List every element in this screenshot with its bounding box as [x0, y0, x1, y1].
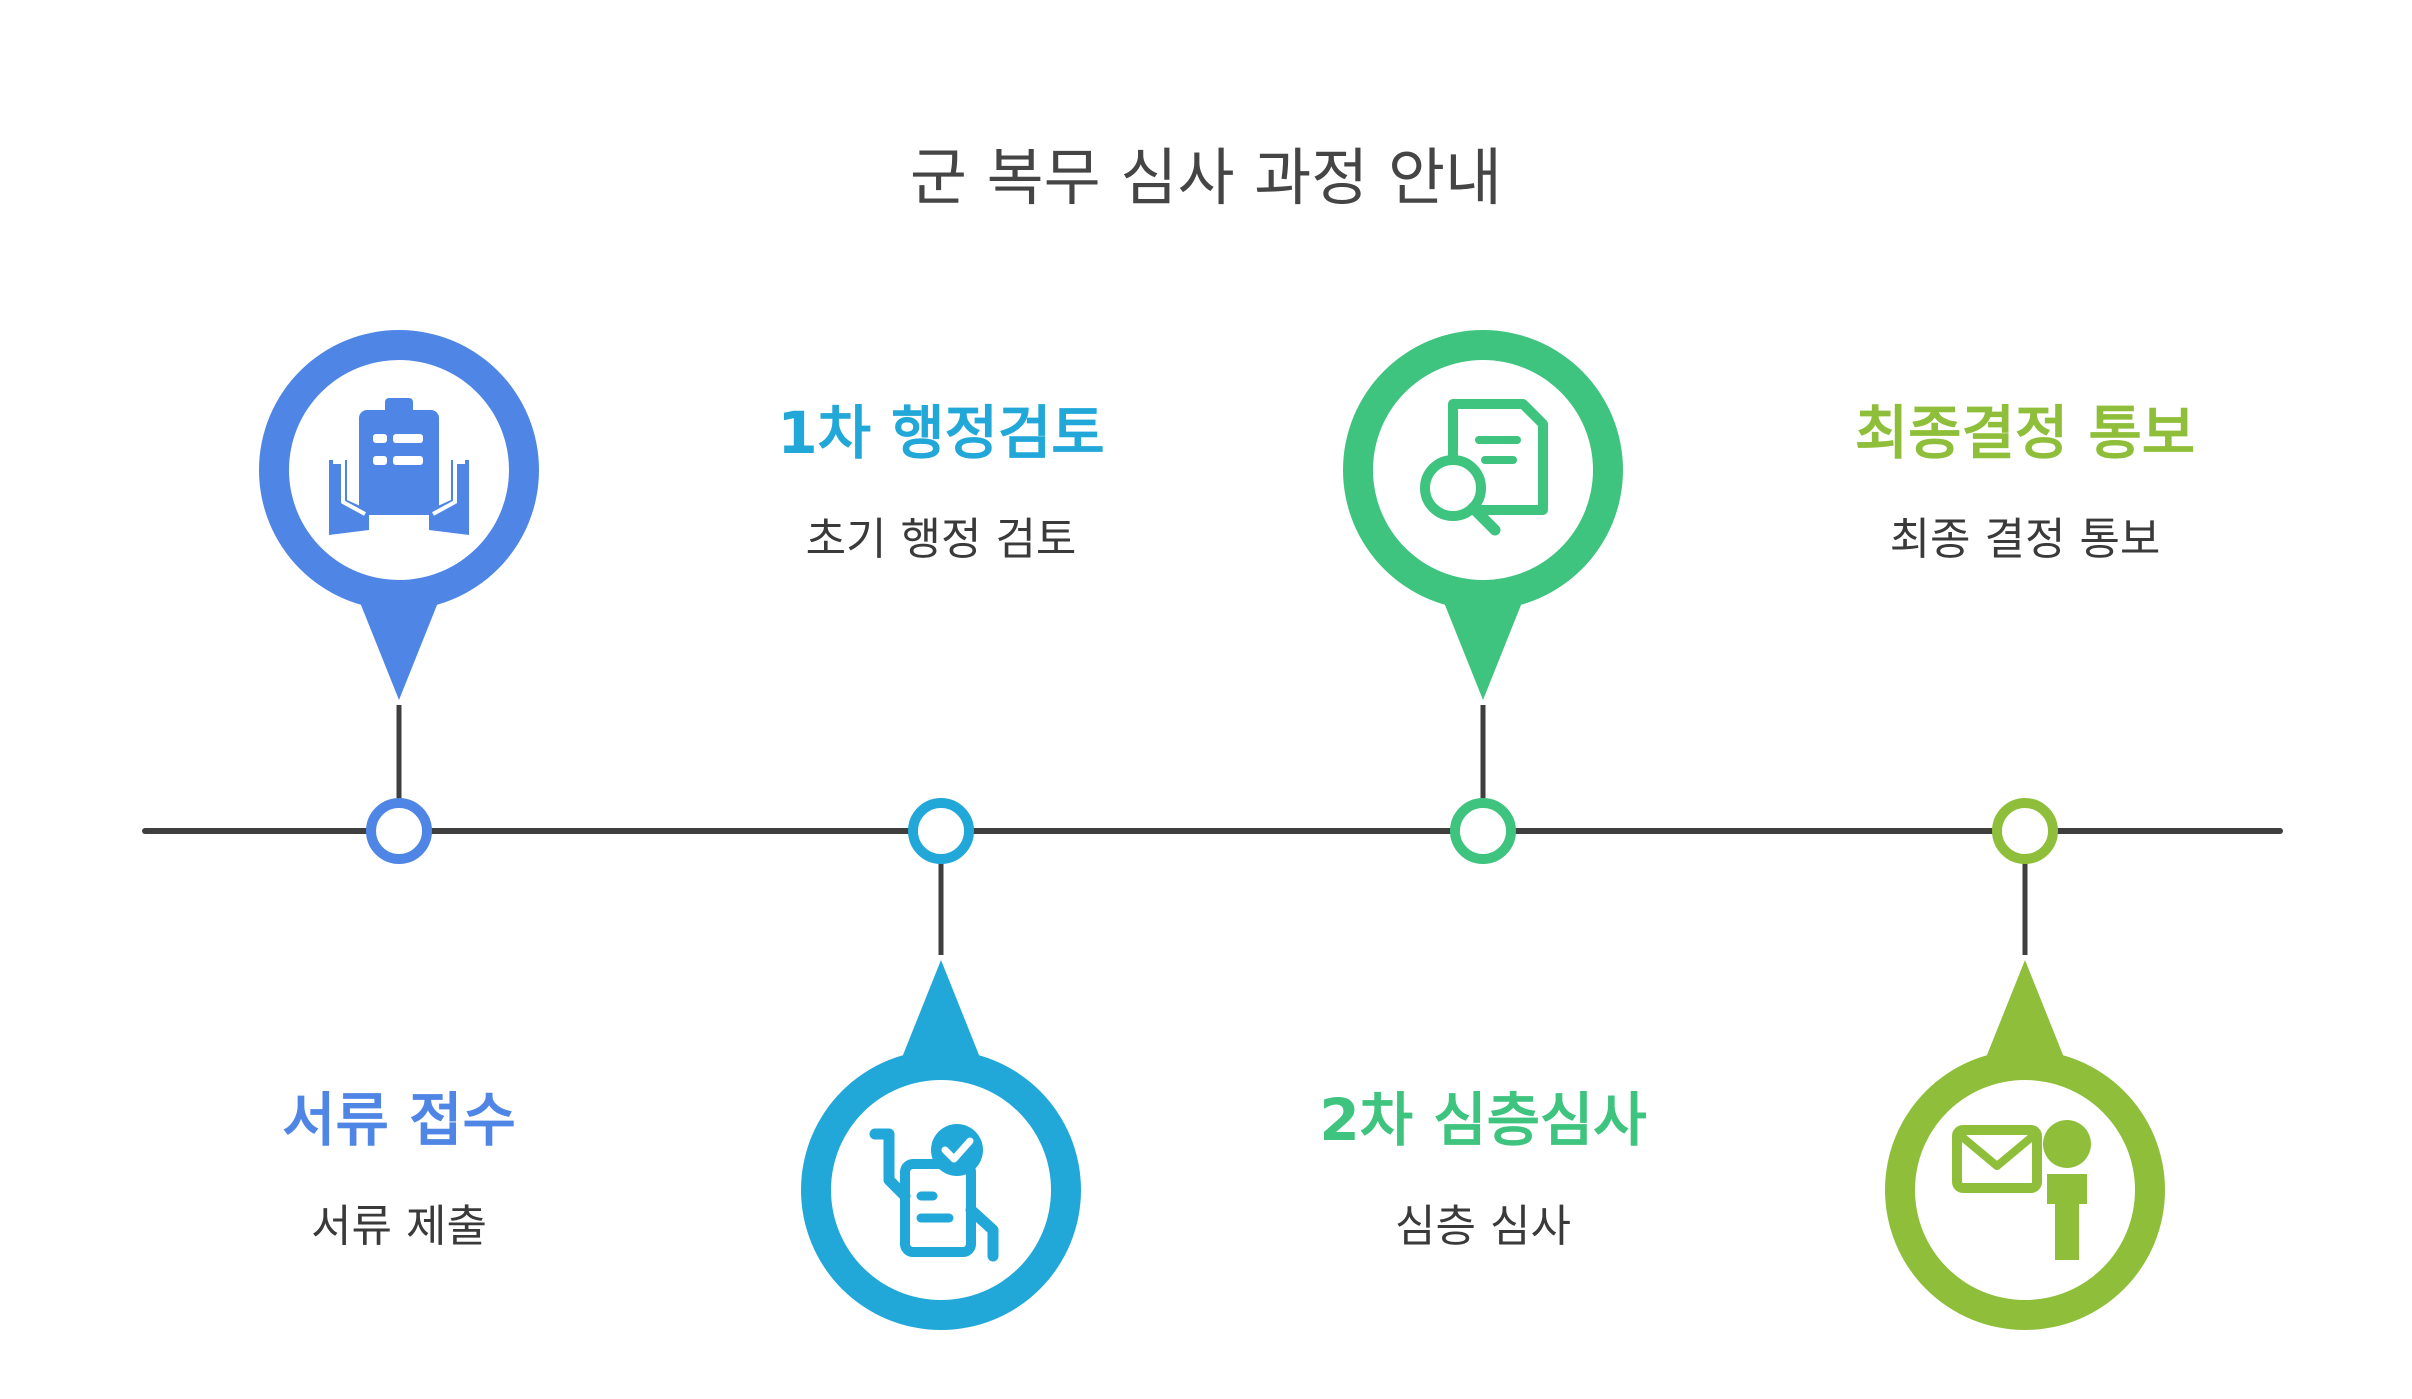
step-3-title: 2차 심층심사 [1319, 1086, 1647, 1154]
timeline-node-1 [366, 798, 432, 864]
step-4-desc: 최종 결정 통보 [1889, 514, 2161, 565]
document-search-icon [1420, 399, 1548, 536]
timeline-node-4 [1992, 798, 2058, 864]
step-3-desc: 심층 심사 [1395, 1201, 1571, 1252]
step-4-title: 최종결정 통보 [1854, 399, 2196, 467]
clipboard-hands-icon [329, 398, 469, 535]
document-check-icon [869, 1124, 999, 1262]
mail-person-icon [1952, 1120, 2091, 1260]
page-title: 군 복무 심사 과정 안내 [909, 141, 1503, 214]
step-2-desc: 초기 행정 검토 [805, 514, 1077, 565]
step-2-title: 1차 행정검토 [777, 399, 1105, 467]
step-1-desc: 서류 제출 [311, 1201, 487, 1252]
step-1-title: 서류 접수 [282, 1086, 516, 1154]
timeline-node-2 [908, 798, 974, 864]
timeline-node-3 [1450, 798, 1516, 864]
